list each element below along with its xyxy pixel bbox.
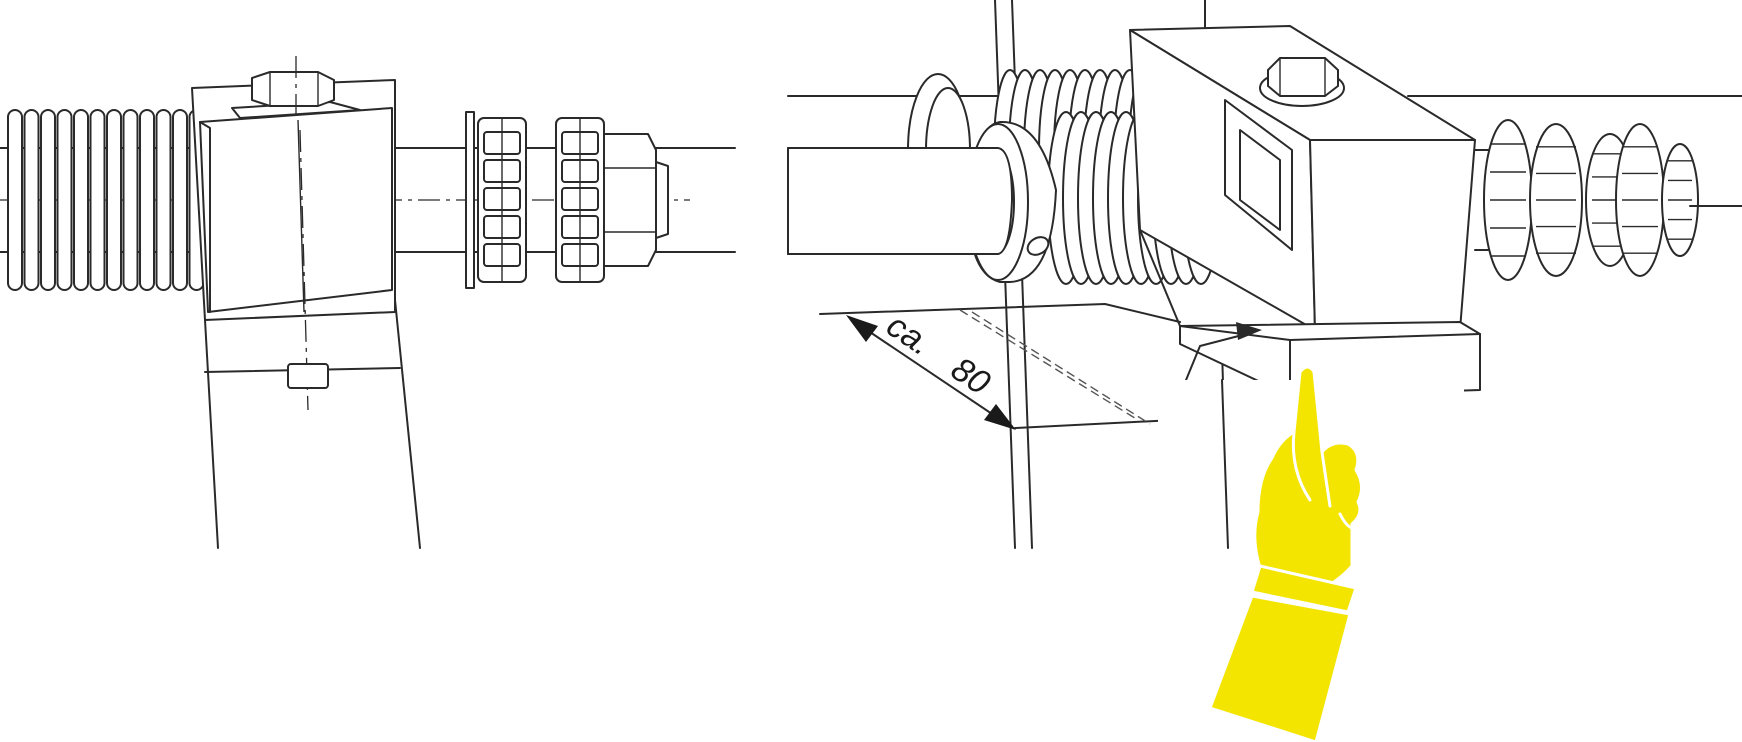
spring-coil xyxy=(23,109,40,291)
dimension-prefix: ca. xyxy=(880,306,939,363)
spring-coil xyxy=(40,109,56,291)
spring-coil xyxy=(106,109,122,291)
top-bolt-head xyxy=(251,71,335,107)
ratchet-collar-2 xyxy=(555,117,605,283)
spring-coil xyxy=(56,109,73,291)
dimension-arrow-start xyxy=(846,315,878,342)
torsion-spring xyxy=(7,109,205,291)
shaft-end xyxy=(655,161,669,239)
dimension-label: ca. 80 xyxy=(880,306,997,402)
angle-bottom-edge xyxy=(1014,419,1176,429)
hidden-edge-1 xyxy=(959,309,1139,421)
hidden-edge-2 xyxy=(971,311,1151,425)
leader-arrowhead xyxy=(1236,322,1262,340)
collar-washer xyxy=(465,111,475,289)
hand-cuff xyxy=(1250,564,1358,614)
spring-coil xyxy=(139,109,155,291)
dimension-value: 80 xyxy=(944,350,997,403)
bottom-bolt xyxy=(287,363,329,389)
spring-coil xyxy=(122,109,139,291)
pointing-hand-icon xyxy=(1208,365,1363,742)
spring-coil xyxy=(89,109,106,291)
housing-front xyxy=(1309,139,1476,331)
bracket-leg-left xyxy=(204,319,219,549)
shaft-front xyxy=(787,147,1013,255)
clamp-edge xyxy=(199,121,211,313)
hex-nut xyxy=(603,133,657,267)
base-plate xyxy=(1179,321,1481,397)
perspective-view: ca. 80 xyxy=(787,0,1742,742)
bracket-leg-right xyxy=(394,299,421,549)
side-view xyxy=(0,56,736,549)
hand-sleeve xyxy=(1208,594,1352,742)
ratchet-collars-perspective xyxy=(1483,119,1699,281)
set-screw-hole xyxy=(1026,236,1050,256)
angle-top-edge xyxy=(819,303,1181,323)
dimension-arrow-end xyxy=(984,404,1016,430)
dimension-line xyxy=(851,319,1011,427)
spring-coil xyxy=(7,109,23,291)
ratchet-collar-1 xyxy=(477,117,527,283)
spring-coil xyxy=(155,109,172,291)
clamp-block xyxy=(199,107,393,313)
spring-coil xyxy=(73,109,89,291)
housing-bolt-head xyxy=(1267,57,1339,97)
spring-coil xyxy=(172,109,188,291)
